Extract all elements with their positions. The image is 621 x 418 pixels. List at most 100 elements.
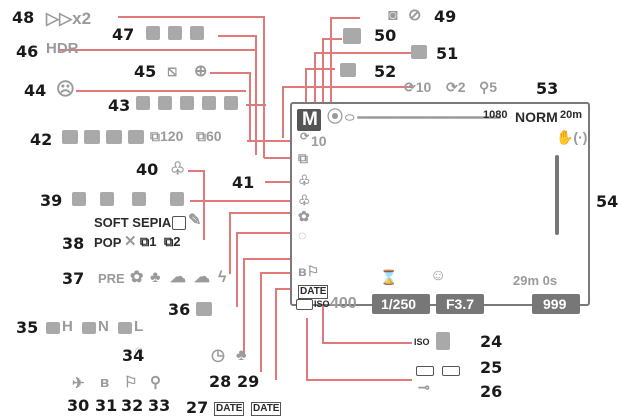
callout-42: 42	[30, 130, 53, 149]
effect2-icon: ✿	[298, 208, 310, 224]
callout-44: 44	[24, 81, 47, 100]
ac-adapter-icon: ⊸	[418, 379, 430, 395]
self-timer-2-icon: ⟳2	[446, 79, 466, 95]
leader-38-vertical	[229, 212, 231, 274]
hourglass-icon: ⌛	[380, 269, 398, 285]
effect-icon: ♧	[298, 192, 311, 208]
clock-icon: ◷	[211, 347, 225, 364]
cross-screen-icon: ✕	[124, 233, 137, 250]
icon-43b	[158, 96, 172, 110]
callout-26: 26	[480, 382, 503, 401]
mode-icon	[297, 109, 321, 131]
flash-icon: ⦿	[327, 109, 344, 126]
leader-28	[275, 288, 295, 290]
leader-25	[306, 318, 308, 380]
leader-49-horizontal	[330, 17, 360, 19]
leader-48-end	[264, 157, 294, 159]
exposure-count-box	[532, 294, 580, 314]
leader-50-horizontal	[322, 38, 342, 40]
date-icon-b: DATE	[251, 402, 282, 416]
callout-46: 46	[16, 42, 39, 61]
iso-icon: ISO	[314, 299, 330, 309]
remaining-exposures-value: 999	[543, 296, 567, 312]
quality-h-label: H	[62, 318, 73, 335]
icon-24	[436, 332, 450, 350]
leader-40-vertical	[203, 170, 205, 240]
callout-35: 35	[16, 318, 39, 337]
icon-39b	[100, 192, 114, 206]
callout-30: 30	[67, 396, 90, 415]
icon-37a: ✿	[130, 269, 144, 286]
leader-39	[190, 200, 295, 202]
leader-45	[210, 72, 250, 74]
aperture-value: F3.7	[446, 296, 475, 312]
camera-icon: ◙	[388, 7, 398, 24]
leader-50	[322, 38, 324, 106]
self-timer-icon: ⟳	[300, 131, 310, 143]
leader-38	[229, 212, 295, 214]
callout-53: 53	[536, 79, 559, 98]
leader-53-horizontal	[282, 86, 412, 88]
icon-51	[411, 45, 427, 59]
leader-34	[260, 272, 295, 274]
leader-41	[265, 181, 295, 183]
continuous-120-icon: ⧉120	[150, 128, 184, 144]
gps-icon: ♣	[236, 347, 247, 364]
icon-43c	[180, 96, 194, 110]
callout-32: 32	[121, 396, 144, 415]
callout-39: 39	[40, 191, 63, 210]
icon-42b	[84, 130, 100, 144]
icon-39c	[132, 192, 146, 206]
continuous-120-label: 120	[160, 128, 184, 144]
callout-48: 48	[12, 8, 35, 27]
icon-39d	[170, 192, 184, 206]
callout-43: 43	[108, 96, 131, 115]
callout-36: 36	[168, 300, 191, 319]
pet-icon: ☹	[56, 79, 75, 99]
iso-icon-b: ISO	[414, 337, 430, 347]
movie-resolution-label: 1080	[483, 109, 508, 121]
date-stamp-label: DATE	[298, 285, 329, 299]
icon-50	[343, 28, 361, 44]
leader-37-vertical	[236, 232, 238, 307]
leader-43	[246, 104, 266, 106]
icon-43d	[202, 96, 216, 110]
image-quality-label: NORM	[515, 109, 558, 125]
self-timer-2-label: 2	[457, 79, 466, 95]
icon-35h	[46, 322, 60, 334]
camera-screen	[290, 102, 590, 306]
leader-51	[314, 52, 316, 106]
icon-47c	[190, 26, 204, 40]
icon-47b	[168, 26, 182, 40]
leader-26-horizontal	[306, 379, 412, 381]
bluetooth-wifi-icon: ʙ⚐	[298, 263, 320, 279]
wifi-icon: ⚐	[124, 374, 138, 391]
icon-34: ◌	[134, 343, 144, 360]
white-balance-icon: ◌	[298, 227, 307, 243]
icon-42d	[128, 130, 144, 144]
leader-48-vertical	[263, 16, 265, 158]
callout-52: 52	[374, 62, 397, 81]
icon-45a: ⧅	[167, 63, 178, 80]
icon-42c	[106, 130, 122, 144]
battery-full-icon	[416, 366, 434, 376]
icon-47a	[146, 26, 160, 40]
callout-24: 24	[480, 332, 503, 351]
callout-51: 51	[436, 44, 459, 63]
leader-42	[247, 140, 292, 142]
callout-33: 33	[148, 396, 171, 415]
zoom-indicator: ⬭ ━━━━━━━━━━━━━	[345, 112, 501, 124]
callout-38: 38	[62, 234, 85, 253]
continuous-60-icon: ⧉60	[196, 128, 222, 144]
icon-52	[340, 63, 356, 77]
effect-2-icon: ⧉2	[164, 234, 181, 249]
icon-39a	[72, 192, 86, 206]
image-size-label: 20m	[560, 109, 583, 121]
leader-46	[60, 49, 255, 51]
smile-timer-icon: ⚲5	[479, 79, 498, 95]
callout-54: 54	[596, 192, 619, 211]
satellite-icon: ⚲	[150, 374, 161, 391]
scene-icon: ♧	[298, 172, 311, 188]
leader-48	[118, 16, 264, 18]
